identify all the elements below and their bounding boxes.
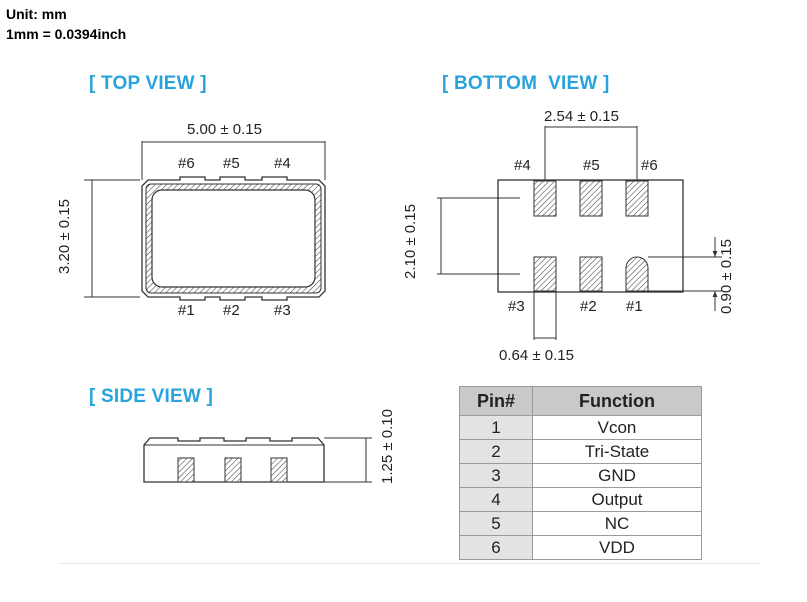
pin-function: Vcon bbox=[532, 415, 702, 440]
bottom-view-drawing bbox=[437, 126, 722, 340]
side-view-drawing bbox=[143, 437, 372, 483]
bottom-pad-height-dimension: 0.90 ± 0.15 bbox=[717, 239, 735, 314]
top-pin-label-3: #3 bbox=[274, 302, 291, 319]
unit-label: Unit: mm bbox=[6, 6, 67, 22]
pin-number: 4 bbox=[459, 487, 533, 512]
bottom-pin-label-4: #4 bbox=[514, 157, 531, 174]
pin-column-header: Pin# bbox=[459, 386, 533, 416]
top-pin-label-1: #1 bbox=[178, 302, 195, 319]
bottom-pin-label-3: #3 bbox=[508, 298, 525, 315]
pin-function: NC bbox=[532, 511, 702, 536]
bottom-pad-width-dimension: 0.64 ± 0.15 bbox=[499, 347, 574, 364]
divider-line bbox=[60, 563, 760, 564]
pad-2 bbox=[579, 256, 603, 292]
top-pin-label-4: #4 bbox=[274, 155, 291, 172]
pin-number: 1 bbox=[459, 415, 533, 440]
bottom-view-title: [ BOTTOM VIEW ] bbox=[442, 73, 610, 94]
pin-number: 6 bbox=[459, 535, 533, 560]
bottom-pitch-dimension: 2.54 ± 0.15 bbox=[544, 108, 619, 125]
pad-3 bbox=[533, 256, 557, 292]
top-pin-label-6: #6 bbox=[178, 155, 195, 172]
pad-5 bbox=[579, 180, 603, 217]
function-column-header: Function bbox=[532, 386, 702, 416]
conversion-label: 1mm = 0.0394inch bbox=[6, 26, 127, 42]
top-view-title: [ TOP VIEW ] bbox=[89, 73, 207, 94]
top-pin-label-5: #5 bbox=[223, 155, 240, 172]
top-width-dimension: 5.00 ± 0.15 bbox=[187, 121, 262, 138]
pin-function: Output bbox=[532, 487, 702, 512]
top-pin-label-2: #2 bbox=[223, 302, 240, 319]
bottom-pad-span-dimension: 2.10 ± 0.15 bbox=[401, 204, 419, 279]
pin-number: 2 bbox=[459, 439, 533, 464]
side-view-title: [ SIDE VIEW ] bbox=[89, 386, 213, 407]
top-height-dimension: 3.20 ± 0.15 bbox=[55, 199, 73, 274]
bottom-pin-label-6: #6 bbox=[641, 157, 658, 174]
pin-function: GND bbox=[532, 463, 702, 488]
bottom-pin-label-2: #2 bbox=[580, 298, 597, 315]
top-view-drawing bbox=[84, 141, 326, 301]
pad-6 bbox=[625, 180, 649, 217]
bottom-pin-label-5: #5 bbox=[583, 157, 600, 174]
table-header-row: Pin# Function bbox=[459, 386, 702, 416]
pin-number: 5 bbox=[459, 511, 533, 536]
side-height-dimension: 1.25 ± 0.10 bbox=[378, 409, 396, 484]
pin-function: Tri-State bbox=[532, 439, 702, 464]
pin-function: VDD bbox=[532, 535, 702, 560]
pad-4 bbox=[533, 180, 557, 217]
pin-number: 3 bbox=[459, 463, 533, 488]
pad-1 bbox=[625, 256, 649, 292]
bottom-pin-label-1: #1 bbox=[626, 298, 643, 315]
